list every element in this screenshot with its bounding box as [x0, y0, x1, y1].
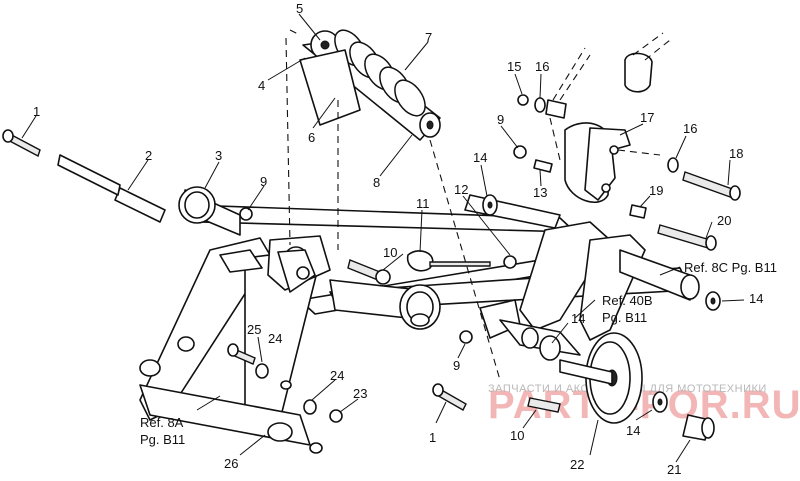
left-arm-assembly [139, 237, 323, 454]
reference-notes: Ref. 8C Pg. B11 Ref. 40B Pg. B11 Ref. 8A… [140, 260, 777, 447]
label-part-1-top: 1 [33, 104, 40, 119]
label-part-16-a: 16 [535, 59, 549, 74]
label-part-24-b: 24 [330, 368, 344, 383]
label-part-15: 15 [507, 59, 521, 74]
ref-40b-line1: Ref. 40B [602, 293, 653, 308]
label-part-2: 2 [145, 148, 152, 163]
label-part-9-left: 9 [260, 174, 267, 189]
alignment-lines [285, 29, 671, 381]
ref-8a-line2: Pg. B11 [140, 432, 185, 447]
part-number-labels: 1 2 3 4 5 6 7 8 9 9 9 10 10 11 12 13 14 … [33, 1, 763, 477]
label-part-25: 25 [247, 322, 261, 337]
label-part-22: 22 [570, 457, 584, 472]
ref-40b-line2: Pg. B11 [602, 310, 647, 325]
label-part-11: 11 [416, 196, 430, 211]
leader-lines [21, 13, 745, 463]
label-part-17: 17 [640, 110, 654, 125]
label-part-14-d: 14 [626, 423, 640, 438]
label-part-10-bottom: 10 [510, 428, 524, 443]
bracket-plate [564, 122, 631, 204]
label-part-14-a: 14 [473, 150, 487, 165]
fasteners [2, 52, 741, 423]
label-part-16-b: 16 [683, 121, 697, 136]
label-part-24-a: 24 [268, 331, 282, 346]
label-part-9-bottom: 9 [453, 358, 460, 373]
bottom-right-hardware [652, 391, 715, 441]
ref-8a-line1: Ref. 8A [140, 415, 184, 430]
label-part-3: 3 [215, 148, 222, 163]
label-part-7: 7 [425, 30, 432, 45]
center-tube [329, 279, 441, 330]
label-part-13: 13 [533, 185, 547, 200]
label-part-23: 23 [353, 386, 367, 401]
label-part-20: 20 [717, 213, 731, 228]
label-part-14-b: 14 [571, 311, 585, 326]
shock-spring [334, 29, 426, 117]
ref-8c-note: Ref. 8C Pg. B11 [684, 260, 777, 275]
label-part-8: 8 [373, 175, 380, 190]
idler-wheel [559, 332, 643, 424]
right-arm-assembly [479, 221, 700, 361]
label-part-19: 19 [649, 183, 663, 198]
label-part-6: 6 [308, 130, 315, 145]
shock-absorber [299, 29, 441, 141]
label-part-21: 21 [667, 462, 681, 476]
label-part-26: 26 [224, 456, 238, 471]
label-part-9-right: 9 [497, 112, 504, 127]
label-part-1-bottom: 1 [429, 430, 436, 445]
label-part-18: 18 [729, 146, 743, 161]
pivot-tube-left [178, 186, 241, 236]
mounting-plates [219, 235, 331, 293]
label-part-14-c: 14 [749, 291, 763, 306]
label-part-5: 5 [296, 1, 303, 16]
label-part-10-mid: 10 [383, 245, 397, 260]
label-part-12: 12 [454, 182, 468, 197]
label-part-4: 4 [258, 78, 265, 93]
